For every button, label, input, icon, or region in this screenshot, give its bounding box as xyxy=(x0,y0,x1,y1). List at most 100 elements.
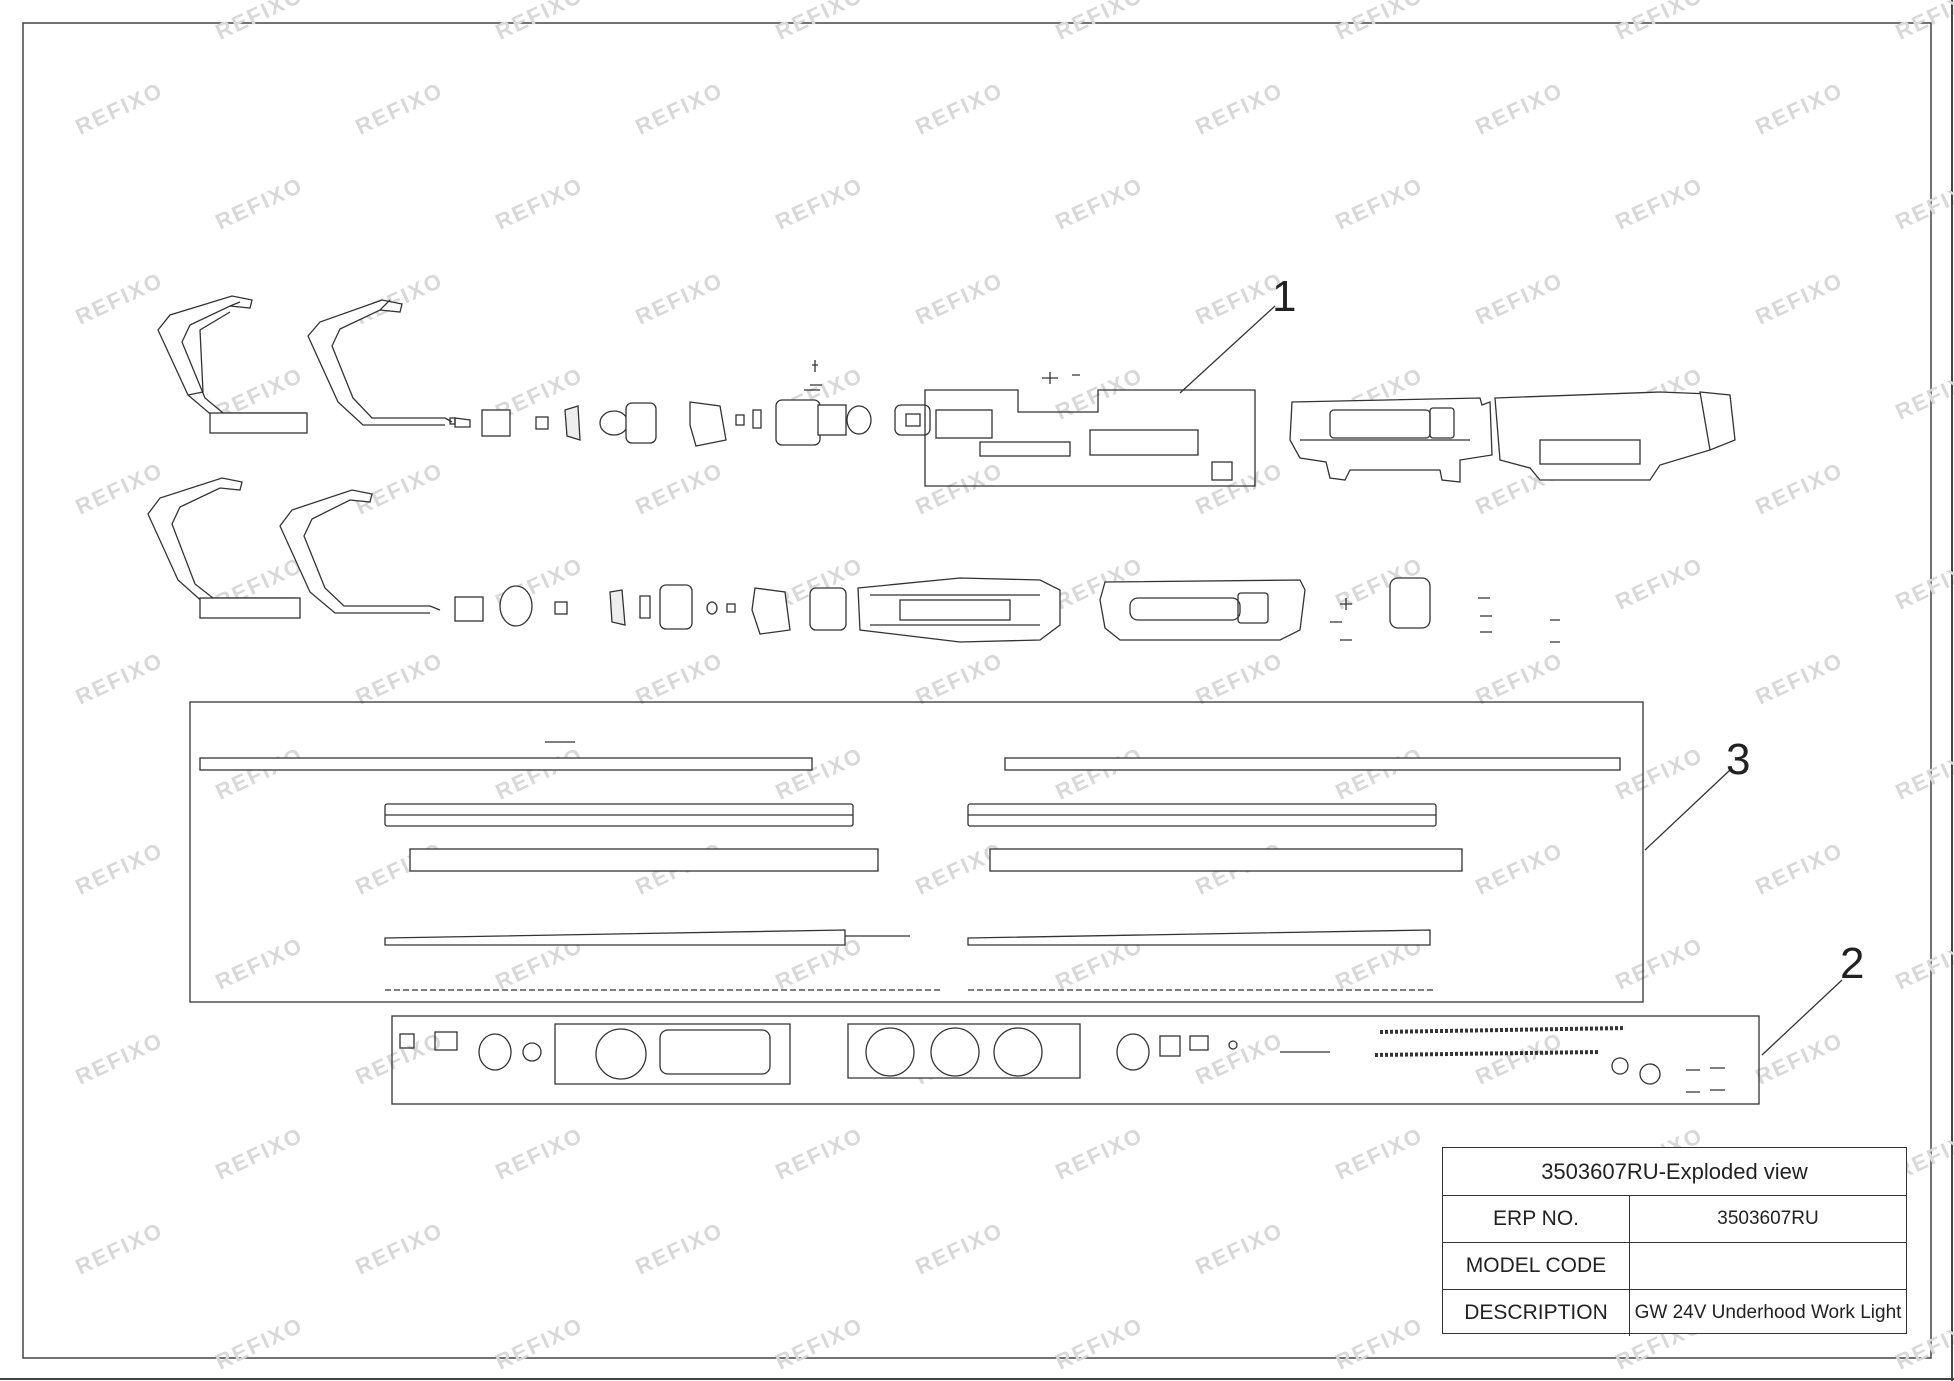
watermark-text: REFIXO xyxy=(1892,742,1954,804)
hook-bracket-top-left xyxy=(157,295,308,434)
watermark-text: REFIXO xyxy=(352,1217,448,1279)
description-label: DESCRIPTION xyxy=(1443,1290,1630,1336)
watermark-text: REFIXO xyxy=(632,77,728,139)
callout-1: 1 xyxy=(1272,272,1296,321)
watermark-text: REFIXO xyxy=(1472,647,1568,709)
watermark-text: REFIXO xyxy=(1612,742,1708,804)
watermark-text: REFIXO xyxy=(1612,172,1708,234)
watermark-text: REFIXO xyxy=(1892,0,1954,45)
drawing-frame xyxy=(22,22,1932,1359)
watermark-text: REFIXO xyxy=(1892,172,1954,234)
watermark-text: REFIXO xyxy=(492,1122,588,1184)
watermark-text: REFIXO xyxy=(1052,742,1148,804)
watermark-text: REFIXO xyxy=(1752,267,1848,329)
watermark-text: REFIXO xyxy=(1612,552,1708,614)
watermark-text: REFIXO xyxy=(72,1027,168,1089)
watermark-text: REFIXO xyxy=(772,172,868,234)
title-block: 3503607RU-Exploded view ERP NO. 3503607R… xyxy=(1442,1147,1907,1336)
watermark-text: REFIXO xyxy=(1472,267,1568,329)
watermark-text: REFIXO xyxy=(912,457,1008,519)
watermark-text: REFIXO xyxy=(632,267,728,329)
watermark-text: REFIXO xyxy=(72,837,168,899)
leader-2 xyxy=(1761,979,1843,1056)
box-3-profiles xyxy=(189,701,1644,1003)
title-block-row-model: MODEL CODE xyxy=(1443,1243,1906,1290)
watermark-text: REFIXO xyxy=(492,742,588,804)
watermark-text: REFIXO xyxy=(1192,77,1288,139)
watermark-text: REFIXO xyxy=(352,267,448,329)
watermark-text: REFIXO xyxy=(1052,1312,1148,1374)
callout-2: 2 xyxy=(1840,939,1864,988)
watermark-text: REFIXO xyxy=(492,1312,588,1374)
watermark-text: REFIXO xyxy=(72,267,168,329)
watermark-text: REFIXO xyxy=(352,457,448,519)
title-block-title: 3503607RU-Exploded view xyxy=(1443,1148,1906,1196)
watermark-text: REFIXO xyxy=(1332,742,1428,804)
leader-3 xyxy=(1644,769,1731,851)
watermark-text: REFIXO xyxy=(1472,1027,1568,1089)
watermark-text: REFIXO xyxy=(632,457,728,519)
watermark-text: REFIXO xyxy=(1192,647,1288,709)
box-2-parts xyxy=(391,1015,1760,1105)
watermark-text: REFIXO xyxy=(352,77,448,139)
watermark-text: REFIXO xyxy=(1752,1027,1848,1089)
watermark-text: REFIXO xyxy=(772,742,868,804)
watermark-text: REFIXO xyxy=(772,1312,868,1374)
front-housing-bottom xyxy=(857,577,1061,643)
watermark-text: REFIXO xyxy=(1192,1217,1288,1279)
model-code-label: MODEL CODE xyxy=(1443,1243,1630,1289)
watermark-text: REFIXO xyxy=(1052,362,1148,424)
watermark-text: REFIXO xyxy=(212,932,308,994)
erp-value: 3503607RU xyxy=(1717,1208,1819,1229)
watermark-text: REFIXO xyxy=(912,647,1008,709)
watermark-text: REFIXO xyxy=(212,1122,308,1184)
watermark-text: REFIXO xyxy=(72,77,168,139)
watermark-text: REFIXO xyxy=(1332,172,1428,234)
watermark-text: REFIXO xyxy=(212,172,308,234)
watermark-text: REFIXO xyxy=(1332,1122,1428,1184)
watermark-text: REFIXO xyxy=(632,1217,728,1279)
watermark-text: REFIXO xyxy=(912,77,1008,139)
watermark-text: REFIXO xyxy=(1892,932,1954,994)
watermark-text: REFIXO xyxy=(212,1312,308,1374)
hook-bracket-bottom-right xyxy=(279,489,441,614)
watermark-text: REFIXO xyxy=(1752,457,1848,519)
title-block-row-erp: ERP NO. 3503607RU xyxy=(1443,1196,1906,1243)
watermark-text: REFIXO xyxy=(1052,1122,1148,1184)
hook-bracket-bottom-left xyxy=(147,477,301,619)
watermark-text: REFIXO xyxy=(912,1217,1008,1279)
watermark-text: REFIXO xyxy=(1192,457,1288,519)
watermark-text: REFIXO xyxy=(1752,77,1848,139)
watermark-text: REFIXO xyxy=(1052,172,1148,234)
watermark-text: REFIXO xyxy=(1752,647,1848,709)
watermark-text: REFIXO xyxy=(352,647,448,709)
watermark-text: REFIXO xyxy=(1892,552,1954,614)
back-housing-top xyxy=(1494,391,1736,481)
callout-3: 3 xyxy=(1726,735,1750,784)
watermark-text: REFIXO xyxy=(772,1122,868,1184)
watermark-text: REFIXO xyxy=(1332,1312,1428,1374)
watermark-text: REFIXO xyxy=(72,1217,168,1279)
watermark-text: REFIXO xyxy=(1612,932,1708,994)
title-block-row-description: DESCRIPTION GW 24V Underhood Work Light xyxy=(1443,1290,1906,1336)
watermark-text: REFIXO xyxy=(912,267,1008,329)
watermark-text: REFIXO xyxy=(1472,77,1568,139)
watermark-text: REFIXO xyxy=(1752,837,1848,899)
description-value: GW 24V Underhood Work Light xyxy=(1634,1302,1902,1323)
pcb-assembly xyxy=(924,372,1256,487)
leader-1 xyxy=(1179,305,1276,394)
watermark-text: REFIXO xyxy=(492,172,588,234)
row1-small-parts xyxy=(454,360,931,447)
watermark-text: REFIXO xyxy=(1472,837,1568,899)
model-code-value xyxy=(1630,1243,1906,1289)
watermark-text: REFIXO xyxy=(72,647,168,709)
row2-small-parts xyxy=(454,584,847,635)
watermark-text: REFIXO xyxy=(632,647,728,709)
watermark-text: REFIXO xyxy=(1892,362,1954,424)
main-housing-bottom xyxy=(1099,579,1306,641)
watermark-text: REFIXO xyxy=(212,742,308,804)
row2-screws-and-cap xyxy=(1330,577,1560,643)
main-housing-top xyxy=(1289,397,1493,483)
erp-label: ERP NO. xyxy=(1443,1196,1630,1242)
